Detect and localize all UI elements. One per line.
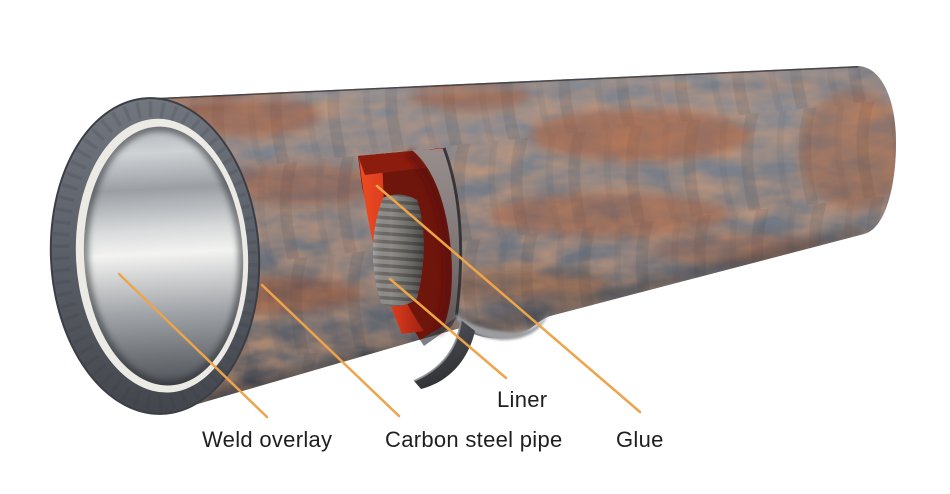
leader-line-glue [375, 184, 642, 414]
leader-line-liner [388, 277, 508, 380]
label-liner: Liner [497, 387, 548, 412]
rust-patches [150, 79, 897, 313]
cutaway-window [358, 147, 463, 346]
liner-corrugation [372, 194, 424, 307]
leader-line-carbon-steel-pipe [260, 283, 401, 418]
leader-line-weld-overlay [117, 272, 269, 419]
pipe-wall-strip [412, 149, 461, 333]
pipe-end [49, 97, 261, 415]
pipe-bore [83, 126, 244, 386]
label-weld-overlay: Weld overlay [202, 427, 333, 452]
glue-layer [359, 158, 424, 334]
label-glue: Glue [616, 427, 664, 452]
label-carbon-steel-pipe: Carbon steel pipe [385, 427, 563, 452]
